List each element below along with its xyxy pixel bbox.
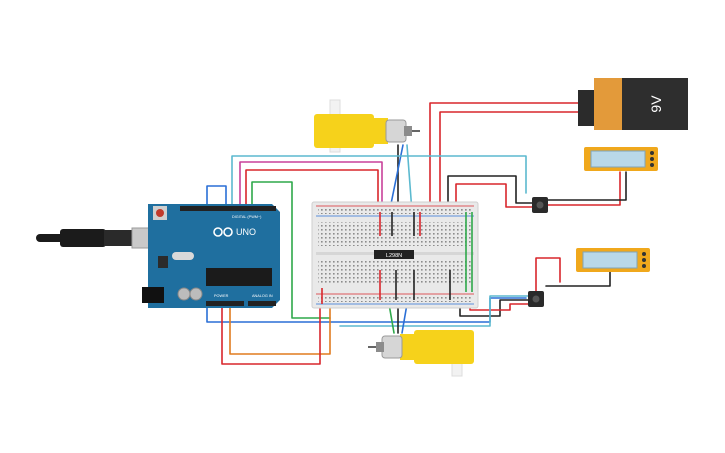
switch-bottom-wire-red[interactable]	[545, 269, 611, 287]
pushbutton-bottom[interactable]	[528, 291, 544, 307]
chip-label: L298N	[386, 253, 402, 259]
brown-wire[interactable]	[245, 169, 379, 213]
arduino-board[interactable]: DIGITAL (PWM~) UNO POWER ANALOG IN	[36, 204, 280, 308]
pushbutton-bottom-wire-red[interactable]	[469, 299, 529, 311]
red-wire-bottom[interactable]	[221, 299, 321, 365]
power-header-label: POWER	[214, 294, 229, 298]
pushbutton-top-wire-red[interactable]	[455, 183, 533, 211]
battery-voltage-label: 9V	[648, 95, 664, 113]
slide-switch-bottom[interactable]	[576, 248, 650, 272]
switch-top-wire-black[interactable]	[539, 171, 627, 201]
arduino-model-label: UNO	[236, 227, 256, 237]
cyan-wire-top[interactable]	[231, 155, 527, 206]
battery-9v[interactable]: 9V	[578, 78, 688, 130]
pushbutton-top-wire-black[interactable]	[447, 175, 533, 211]
pushbutton-top[interactable]	[532, 197, 548, 213]
switch-top-wire-red[interactable]	[547, 171, 621, 206]
digital-header-label: DIGITAL (PWM~)	[232, 215, 262, 219]
cyan-wire-bottom[interactable]	[339, 295, 529, 327]
driver-chip[interactable]	[374, 250, 414, 259]
green-wire-arduino[interactable]	[251, 181, 331, 319]
analog-header-label: ANALOG IN	[252, 294, 273, 298]
battery-red-wire[interactable]	[429, 102, 589, 211]
breadboard: L298N	[311, 201, 479, 309]
battery-black-wire[interactable]	[439, 111, 589, 211]
slide-switch-top[interactable]	[584, 147, 658, 171]
power-jack	[142, 287, 164, 303]
dc-motor-top[interactable]	[314, 99, 420, 153]
orange-wire-1[interactable]	[229, 299, 331, 355]
switch-bottom-wire-red2[interactable]	[535, 257, 561, 295]
arduino-logo-icon	[213, 227, 233, 237]
mcu-chip	[206, 268, 272, 286]
dc-motor-bottom[interactable]	[368, 330, 474, 377]
pushbutton-bottom-wire-black[interactable]	[459, 299, 529, 317]
pink-wire[interactable]	[239, 161, 383, 213]
usb-cable	[36, 234, 66, 242]
